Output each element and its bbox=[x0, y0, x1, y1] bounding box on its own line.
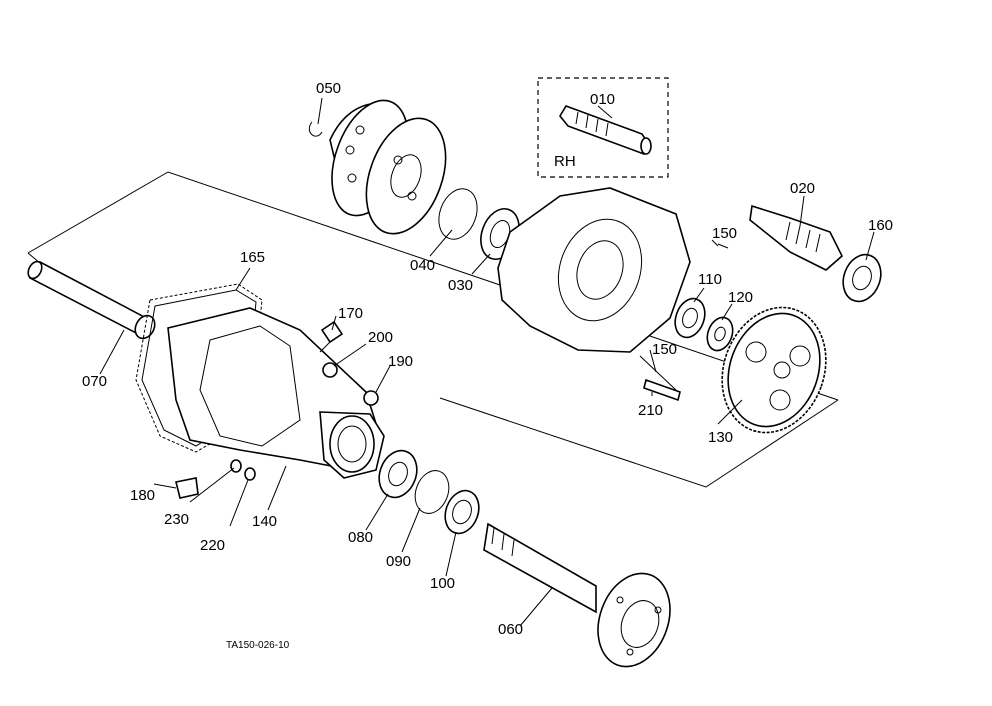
callout-150-upper: 150 bbox=[712, 225, 737, 242]
callout-080: 080 bbox=[348, 529, 373, 546]
callout-060: 060 bbox=[498, 621, 523, 638]
part-180-bolt bbox=[175, 477, 199, 499]
callout-170: 170 bbox=[338, 305, 363, 322]
part-190-plug bbox=[363, 390, 379, 406]
callout-210: 210 bbox=[638, 402, 663, 419]
callout-030: 030 bbox=[448, 277, 473, 294]
part-010-shaft bbox=[559, 105, 652, 155]
part-040-snap-ring bbox=[438, 188, 478, 240]
part-160-bearing bbox=[842, 253, 882, 303]
callout-010: 010 bbox=[590, 91, 615, 108]
part-130-ring-gear bbox=[721, 306, 827, 434]
callout-220: 220 bbox=[200, 537, 225, 554]
callout-040: 040 bbox=[410, 257, 435, 274]
part-100-oil-seal bbox=[444, 489, 480, 535]
callout-070: 070 bbox=[82, 373, 107, 390]
carrier-housing bbox=[497, 187, 691, 391]
part-050-disc-pack bbox=[308, 99, 447, 235]
callout-110: 110 bbox=[698, 271, 722, 288]
callout-140: 140 bbox=[252, 513, 277, 530]
part-230-washer bbox=[230, 459, 242, 473]
drawing-code: TA150-026-10 bbox=[226, 640, 290, 651]
part-140-housing bbox=[167, 307, 385, 479]
part-060-axle bbox=[483, 522, 671, 668]
part-120-washer bbox=[706, 316, 734, 352]
callout-180: 180 bbox=[130, 487, 155, 504]
part-170-bolt bbox=[319, 320, 344, 353]
callout-160: 160 bbox=[868, 217, 893, 234]
part-080-bearing bbox=[378, 449, 418, 499]
callout-090: 090 bbox=[386, 553, 411, 570]
part-220-nut bbox=[244, 467, 256, 481]
callout-150-lower: 150 bbox=[652, 341, 677, 358]
callout-230: 230 bbox=[164, 511, 189, 528]
part-110-bearing bbox=[674, 297, 706, 339]
part-200-plug bbox=[322, 362, 338, 378]
callout-labels: 010 020 030 040 050 060 070 080 090 100 … bbox=[82, 80, 893, 651]
part-210-stud bbox=[643, 378, 681, 402]
callout-020: 020 bbox=[790, 180, 815, 197]
part-090-snap-ring bbox=[414, 470, 450, 514]
rh-detail-box: RH bbox=[537, 77, 669, 178]
callout-130: 130 bbox=[708, 429, 733, 446]
callout-190: 190 bbox=[388, 353, 413, 370]
callout-120: 120 bbox=[728, 289, 753, 306]
rh-label: RH bbox=[554, 153, 576, 170]
leader-lines bbox=[99, 97, 875, 627]
part-020-pinion-shaft bbox=[717, 204, 843, 271]
callout-050: 050 bbox=[316, 80, 341, 97]
part-070-tube bbox=[27, 260, 156, 340]
callout-165: 165 bbox=[240, 249, 265, 266]
callout-200: 200 bbox=[368, 329, 393, 346]
callout-100: 100 bbox=[430, 575, 455, 592]
